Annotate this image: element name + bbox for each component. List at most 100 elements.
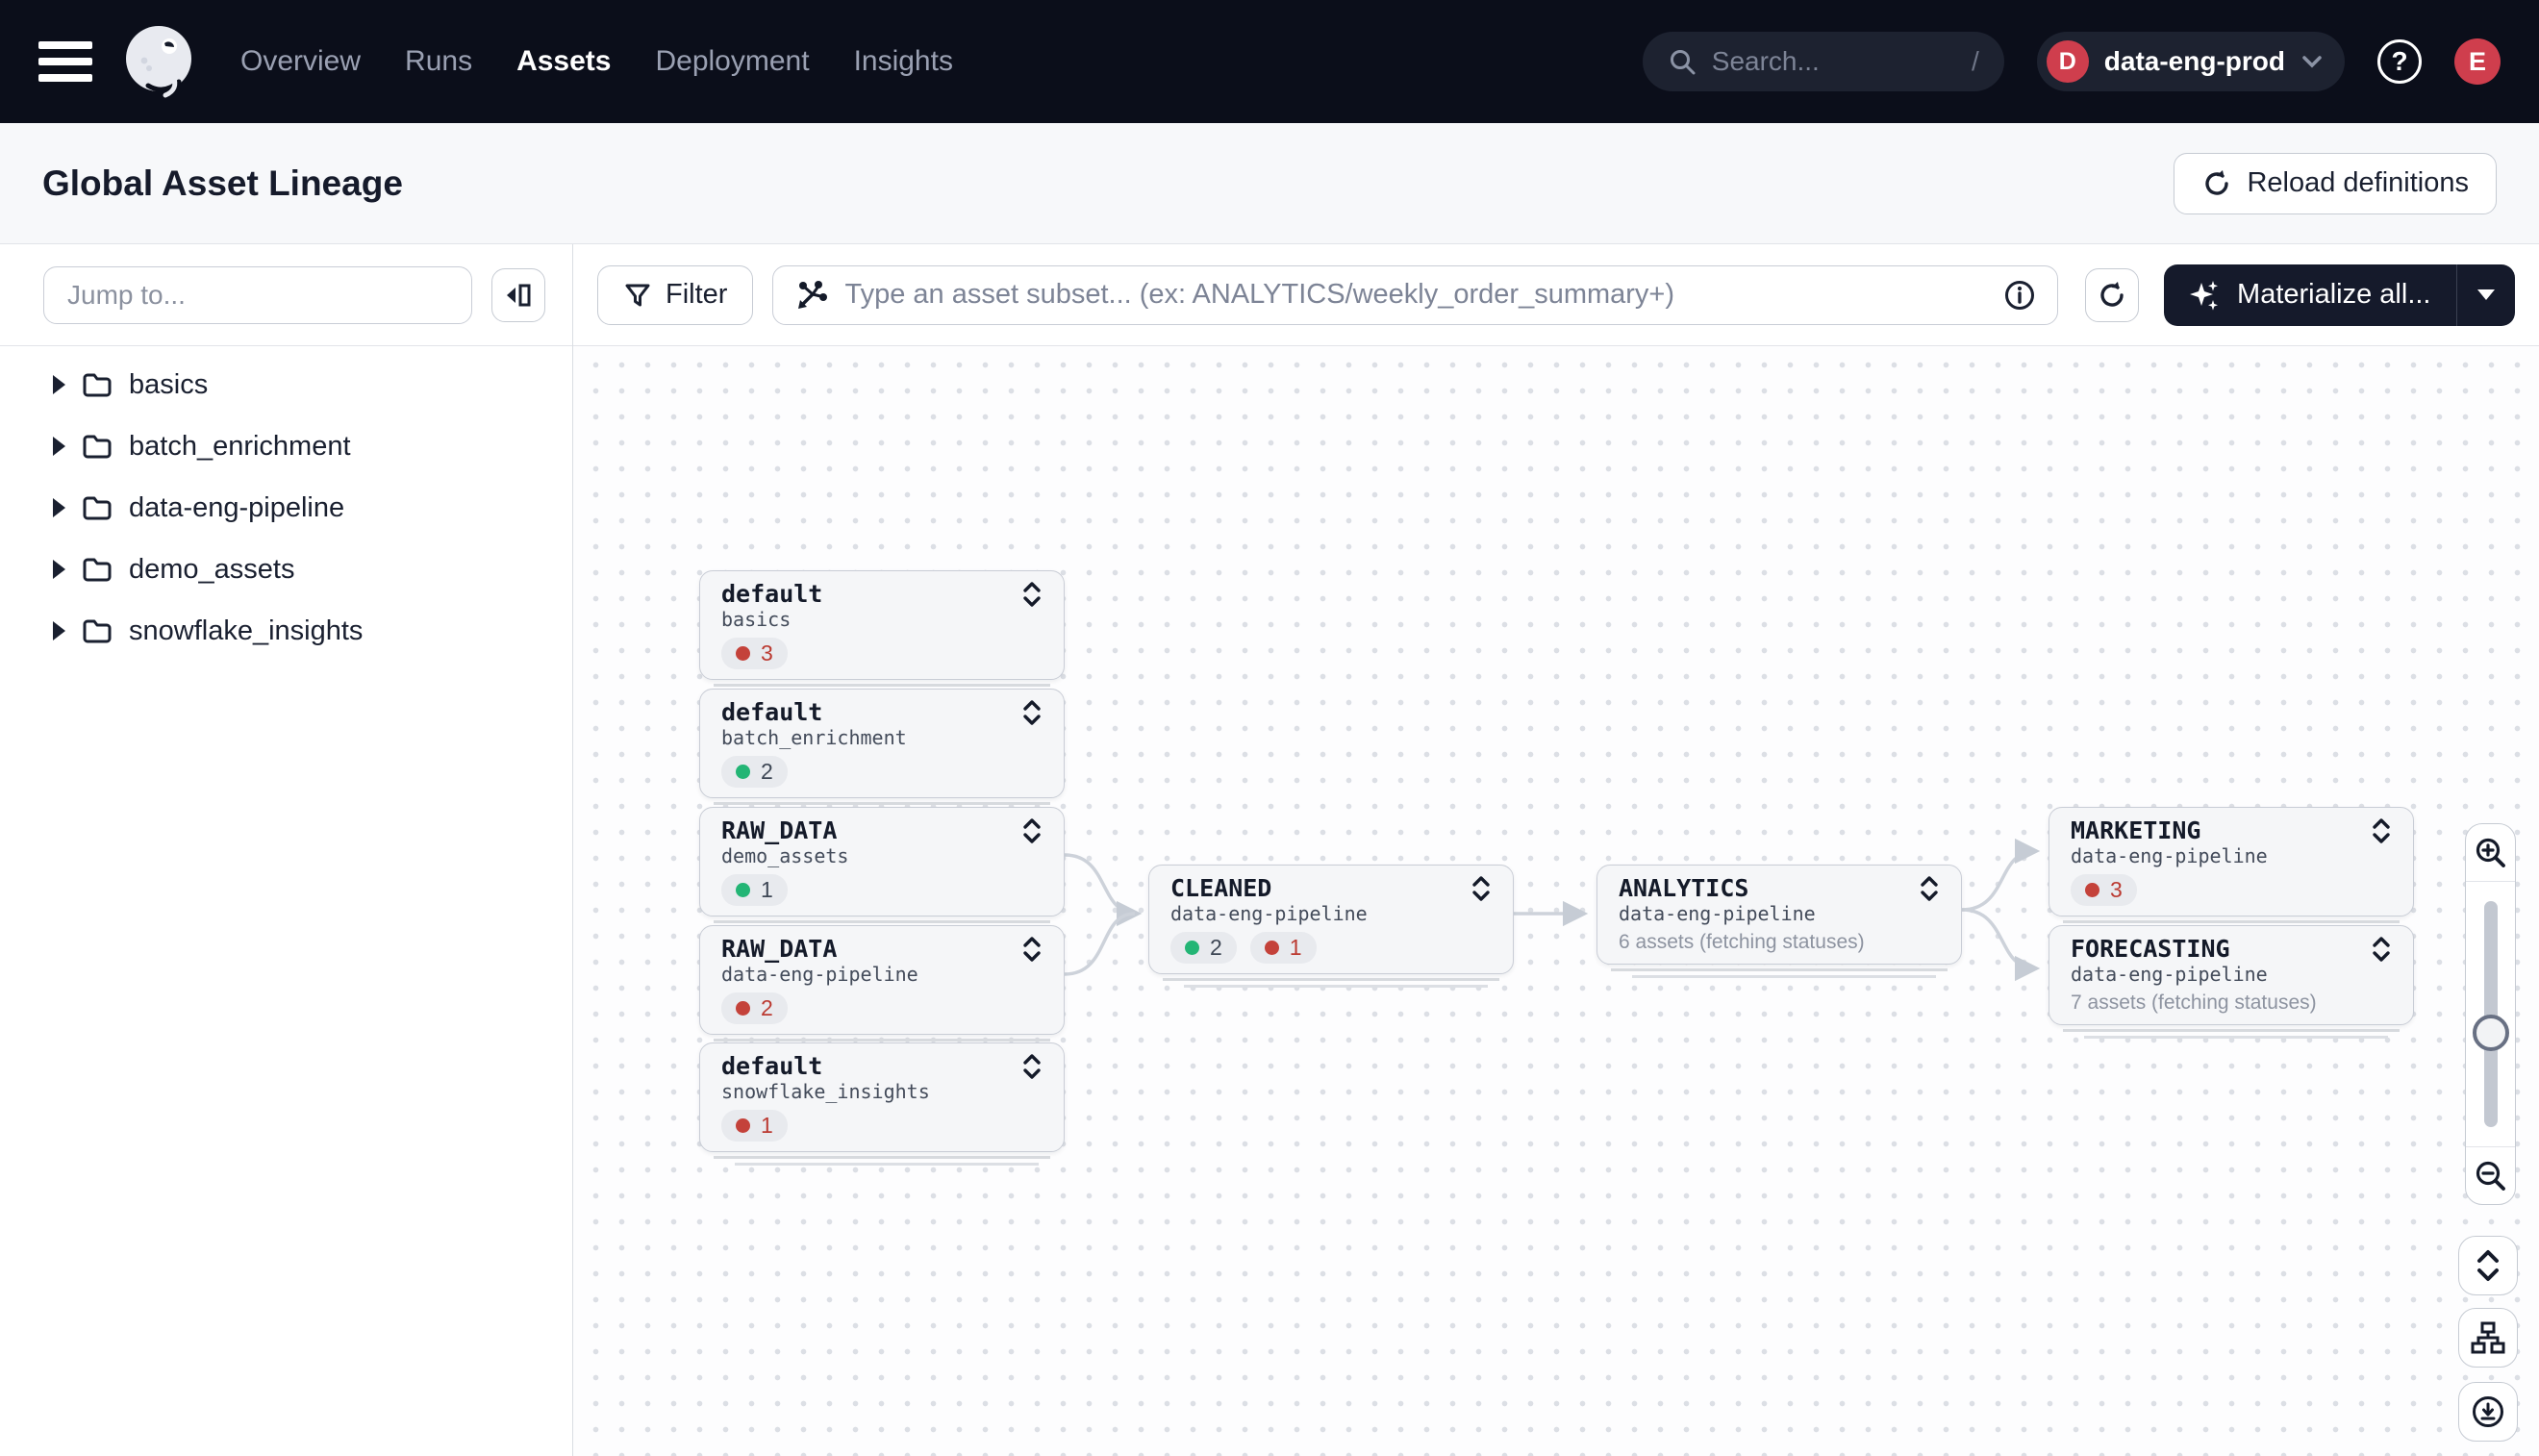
group-node-rawdata-data-eng-pipeline[interactable]: RAW_DATA data-eng-pipeline 2 xyxy=(699,925,1065,1048)
group-node-default-batch-enrichment[interactable]: default batch_enrichment 2 xyxy=(699,689,1065,812)
unfold-icon[interactable] xyxy=(1021,816,1043,845)
search-icon xyxy=(1670,50,1696,75)
asset-subset-input[interactable] xyxy=(844,279,1989,311)
success-dot-icon xyxy=(1185,941,1199,955)
group-node-forecasting[interactable]: FORECASTING data-eng-pipeline 7 assets (… xyxy=(2049,925,2414,1039)
unfold-icon[interactable] xyxy=(2371,935,2392,964)
zoom-panel xyxy=(2465,823,2516,1205)
asset-subset-field xyxy=(772,264,2059,325)
status-badge-failed: 1 xyxy=(1249,932,1317,964)
folder-label: snowflake_insights xyxy=(129,615,364,646)
sidebar-item-demo-assets[interactable]: demo_assets xyxy=(0,539,572,600)
refresh-graph-button[interactable] xyxy=(2085,267,2140,322)
avatar[interactable]: E xyxy=(2454,38,2501,85)
dagster-logo[interactable] xyxy=(119,22,198,101)
filter-button[interactable]: Filter xyxy=(597,264,754,325)
failed-dot-icon xyxy=(1264,941,1279,955)
nav-insights[interactable]: Insights xyxy=(853,45,953,77)
success-dot-icon xyxy=(736,765,750,779)
caret-down-icon xyxy=(2477,289,2495,300)
deployment-name: data-eng-prod xyxy=(2103,46,2285,76)
zoom-slider-thumb[interactable] xyxy=(2472,1015,2509,1051)
materialize-options-button[interactable] xyxy=(2457,264,2515,326)
lineage-canvas[interactable]: default basics 3 default batch_enrichmen… xyxy=(573,346,2539,1456)
caret-right-icon[interactable] xyxy=(53,560,65,579)
sidebar-item-data-eng-pipeline[interactable]: data-eng-pipeline xyxy=(0,477,572,539)
nav-runs[interactable]: Runs xyxy=(405,45,473,77)
divider xyxy=(2455,264,2457,326)
caret-right-icon[interactable] xyxy=(53,621,65,640)
folder-icon xyxy=(83,435,112,459)
expand-collapse-all-button[interactable] xyxy=(2458,1236,2518,1295)
sidebar-item-basics[interactable]: basics xyxy=(0,354,572,415)
page-header: Global Asset Lineage Reload definitions xyxy=(0,123,2539,244)
unfold-icon[interactable] xyxy=(2371,816,2392,845)
lineage-edges xyxy=(1064,838,2041,982)
unfold-icon[interactable] xyxy=(1021,1052,1043,1081)
group-title: ANALYTICS xyxy=(1619,874,1749,902)
folder-tree: basics batch_enrichment data-eng-pipelin… xyxy=(0,346,572,662)
group-node-default-basics[interactable]: default basics 3 xyxy=(699,570,1065,693)
top-nav: Overview Runs Assets Deployment Insights… xyxy=(0,0,2539,123)
nav-overview[interactable]: Overview xyxy=(240,45,362,77)
folder-icon xyxy=(83,619,112,643)
zoom-slider[interactable] xyxy=(2466,882,2515,1146)
sidebar-item-snowflake-insights[interactable]: snowflake_insights xyxy=(0,600,572,662)
group-repo: snowflake_insights xyxy=(721,1080,930,1103)
group-node-default-snowflake-insights[interactable]: default snowflake_insights 1 xyxy=(699,1042,1065,1166)
page-title: Global Asset Lineage xyxy=(42,163,403,203)
group-node-cleaned[interactable]: CLEANED data-eng-pipeline 2 1 xyxy=(1148,865,1514,988)
caret-right-icon[interactable] xyxy=(53,498,65,517)
nav-assets[interactable]: Assets xyxy=(516,45,612,77)
zoom-out-button[interactable] xyxy=(2466,1146,2515,1204)
group-title: default xyxy=(721,1052,823,1080)
reload-label: Reload definitions xyxy=(2247,167,2469,198)
jump-to-input[interactable] xyxy=(43,265,472,324)
download-image-button[interactable] xyxy=(2458,1382,2518,1442)
group-title: RAW_DATA xyxy=(721,935,838,963)
collapse-sidebar-button[interactable] xyxy=(491,267,545,322)
zoom-in-button[interactable] xyxy=(2466,824,2515,882)
folder-icon xyxy=(83,373,112,397)
group-status-text: 6 assets (fetching statuses) xyxy=(1619,931,1865,953)
group-repo: batch_enrichment xyxy=(721,726,907,749)
materialize-all-button[interactable]: Materialize all... xyxy=(2164,264,2455,326)
unfold-icon[interactable] xyxy=(1471,874,1492,903)
hamburger-icon[interactable] xyxy=(38,41,92,82)
sparkle-icon xyxy=(2190,280,2219,311)
status-badge-failed: 3 xyxy=(2071,874,2137,906)
reload-definitions-button[interactable]: Reload definitions xyxy=(2174,152,2497,214)
status-badge-failed: 2 xyxy=(721,992,788,1024)
layout-hierarchy-button[interactable] xyxy=(2458,1308,2518,1368)
search-shortcut: / xyxy=(1972,46,1979,76)
asset-groups-sidebar: basics batch_enrichment data-eng-pipelin… xyxy=(0,244,573,1456)
zoom-in-icon xyxy=(2476,838,2505,867)
chevron-down-icon xyxy=(2302,56,2322,68)
group-node-analytics[interactable]: ANALYTICS data-eng-pipeline 6 assets (fe… xyxy=(1596,865,1962,978)
deployment-switcher[interactable]: D data-eng-prod xyxy=(2036,32,2345,91)
help-icon[interactable]: ? xyxy=(2377,39,2422,84)
primary-nav: Overview Runs Assets Deployment Insights xyxy=(240,45,953,78)
group-status-text: 7 assets (fetching statuses) xyxy=(2071,992,2317,1014)
sidebar-item-batch-enrichment[interactable]: batch_enrichment xyxy=(0,415,572,477)
caret-right-icon[interactable] xyxy=(53,375,65,394)
unfold-icon[interactable] xyxy=(1021,935,1043,964)
group-node-marketing[interactable]: MARKETING data-eng-pipeline 3 xyxy=(2049,807,2414,930)
global-search[interactable]: Search... / xyxy=(1642,32,2004,91)
folder-icon xyxy=(83,558,112,582)
status-badge-success: 1 xyxy=(721,874,788,906)
group-title: CLEANED xyxy=(1170,874,1272,902)
folder-label: basics xyxy=(129,368,209,400)
nav-deployment[interactable]: Deployment xyxy=(655,45,810,77)
caret-right-icon[interactable] xyxy=(53,437,65,456)
filter-label: Filter xyxy=(666,279,728,310)
unfold-icon[interactable] xyxy=(1021,698,1043,727)
info-icon[interactable] xyxy=(2003,279,2036,312)
unfold-icon[interactable] xyxy=(1919,874,1940,903)
zoom-slider-track[interactable] xyxy=(2483,901,2498,1127)
group-title: default xyxy=(721,698,823,726)
failed-dot-icon xyxy=(736,1001,750,1016)
group-node-rawdata-demo-assets[interactable]: RAW_DATA demo_assets 1 xyxy=(699,807,1065,930)
collapse-panel-icon xyxy=(507,284,531,306)
unfold-icon[interactable] xyxy=(1021,580,1043,609)
